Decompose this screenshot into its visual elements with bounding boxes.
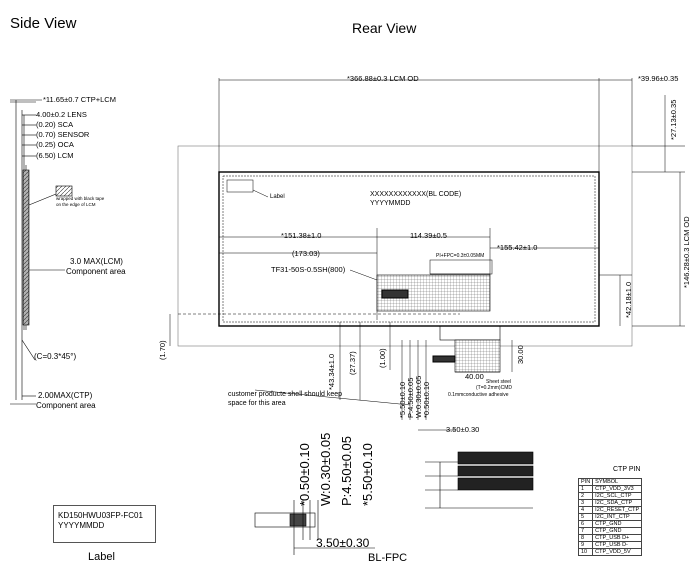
detail-stack-geometry — [425, 451, 534, 509]
rear-view-geometry — [177, 145, 633, 373]
connector-label: TF31-50S-0.5SH(800) — [271, 265, 346, 274]
pin-symbol: I2C_SDA_CTP — [592, 499, 643, 507]
pin-symbol: I2C_INT_CTP — [592, 513, 643, 521]
barcode-line-2: YYYYMMDD — [370, 200, 411, 207]
table-header-cell: SYMBOL — [592, 478, 643, 486]
dim-114: 114.39±0.5 — [410, 231, 447, 240]
chamfer-label: (C=0.3*45°) — [34, 352, 77, 361]
dim-173: (173.03) — [292, 249, 320, 258]
component-area-label: Component area — [66, 267, 126, 276]
dim-4334: *43.34±1.0 — [327, 353, 336, 390]
rear-view-title: Rear View — [352, 20, 417, 36]
pin-number: 5 — [577, 513, 594, 521]
side-dim-sca: (0.20) SCA — [36, 120, 74, 129]
dim-050: *0.50±0.10 — [422, 381, 431, 418]
pin-symbol: CTP_VDD_3V3 — [592, 485, 643, 493]
pin-symbol: CTP_USB D+ — [592, 534, 643, 542]
pin-symbol: I2C_SCL_CTP — [592, 492, 643, 500]
sheet-steel-note-2: (T=0.2mm)CMD — [476, 385, 512, 391]
top-offset-dim: *27.13±0.35 — [669, 99, 678, 140]
dimension-lines — [169, 78, 685, 431]
pin-number: 4 — [577, 506, 594, 514]
sheet-steel-note: Sheet steel — [486, 379, 512, 385]
barcode-line-1: XXXXXXXXXXXX(BL CODE) — [370, 191, 462, 198]
component-area-label-2: Component area — [36, 401, 96, 410]
customer-note-1: customer producte shell should keep — [228, 391, 343, 398]
pin-number: 6 — [577, 520, 594, 528]
label-marker: Label — [270, 194, 285, 200]
side-dim-sensor: (0.70) SENSOR — [36, 130, 90, 139]
pin-symbol: CTP_GND — [592, 520, 643, 528]
bl-fpc-geometry — [254, 500, 375, 555]
ctp-pin-title: CTP PIN — [613, 466, 641, 473]
width-od-dim: *366.88±0.3 LCM OD — [347, 74, 419, 83]
dim-350-rear: 3.50±0.30 — [446, 425, 480, 434]
pin-number: 1 — [577, 485, 594, 493]
pin-symbol: CTP_GND — [592, 527, 643, 535]
dim-170: (1.70) — [158, 340, 167, 360]
side-dim-lens: 4.00±0.2 LENS — [36, 110, 87, 119]
side-dim-lcm: (6.50) LCM — [36, 151, 74, 160]
adhesive-note: 0.1mmconductive adhesive — [448, 392, 509, 398]
dim-42: *42.18±1.0 — [624, 281, 633, 318]
pin-number: 9 — [577, 541, 594, 549]
fpc-dim-p450: P:4.50±0.05 — [339, 435, 354, 506]
pin-number: 2 — [577, 492, 594, 500]
table-header-cell: PIN — [577, 478, 594, 486]
table-header-row: PIN SYMBOL — [577, 478, 643, 486]
wrap-note-1: wrapped with black tape — [56, 196, 105, 201]
pin-symbol: I2C_RESET_CTP — [592, 506, 643, 514]
pin-number: 3 — [577, 499, 594, 507]
label-line-1: KD150HWU03FP-FC01 — [58, 511, 143, 520]
fpc-dim-550: *5.50±0.10 — [360, 443, 375, 506]
label-line-2: YYYYMMDD — [58, 521, 105, 530]
pin-number: 8 — [577, 534, 594, 542]
side-view-title: Side View — [10, 15, 77, 32]
label-title: Label — [88, 551, 115, 563]
max-ctp-label: 2.00MAX(CTP) — [38, 391, 93, 400]
pin-number: 10 — [577, 548, 594, 556]
dim-151: *151.38±1.0 — [281, 231, 322, 240]
wrap-note-2: on the edge of LCM — [56, 202, 96, 207]
pi-fpc-note: PI+FPC=0.3±0.05MM — [436, 253, 485, 259]
pin-number: 7 — [577, 527, 594, 535]
side-view-geometry — [10, 99, 73, 405]
fpc-dim-050: *0.50±0.10 — [297, 443, 312, 506]
pin-symbol: CTP_USB D- — [592, 541, 643, 549]
side-dim-total: *11.65±0.7 CTP+LCM — [43, 95, 116, 104]
max-lcm-label: 3.0 MAX(LCM) — [70, 257, 123, 266]
pin-symbol: CTP_VDD_5V — [592, 548, 643, 556]
side-dim-oca: (0.25) OCA — [36, 140, 74, 149]
dim-155: *155.42±1.0 — [497, 243, 538, 252]
dim-30: 30.00 — [516, 345, 525, 364]
dim-40: 40.00 — [465, 372, 484, 381]
fpc-dim-w030: W:0.30±0.05 — [318, 432, 333, 506]
customer-note-2: space for this area — [228, 400, 286, 407]
label-box — [53, 505, 156, 543]
right-offset-dim: *39.96±0.35 — [638, 74, 679, 83]
dim-100: (1.00) — [378, 348, 387, 368]
bl-fpc-title: BL-FPC — [368, 552, 408, 564]
dim-2737: (27.37) — [348, 351, 357, 375]
fpc-dim-350: 3.50±0.30 — [316, 536, 370, 550]
height-od-dim: *146.28±0.3 LCM OD — [682, 216, 690, 288]
